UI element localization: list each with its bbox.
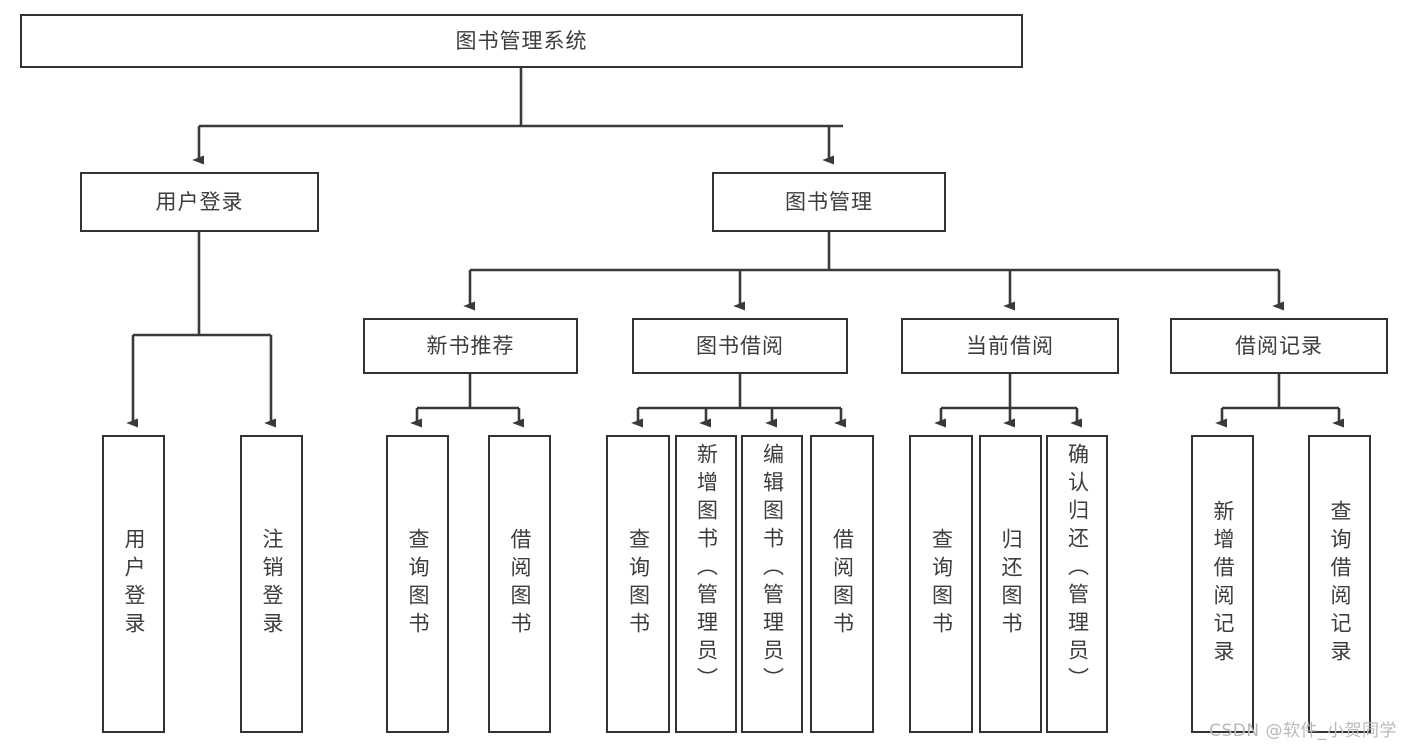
leaf-query-book-2-label: 查询图书 xyxy=(626,528,651,640)
node-current-borrow-label: 当前借阅 xyxy=(966,333,1054,358)
node-root[interactable]: 图书管理系统 xyxy=(20,14,1023,68)
leaf-borrow-book-2-label: 借阅图书 xyxy=(830,528,855,640)
node-root-label: 图书管理系统 xyxy=(455,28,588,53)
leaf-return-book-label: 归还图书 xyxy=(999,528,1023,640)
leaf-user-login-label: 用户登录 xyxy=(122,528,146,640)
leaf-query-book-3-label: 查询图书 xyxy=(929,528,954,640)
leaf-query-book-3[interactable]: 查询图书 xyxy=(909,435,973,733)
leaf-borrow-book-1[interactable]: 借阅图书 xyxy=(488,435,551,733)
leaf-return-book[interactable]: 归还图书 xyxy=(979,435,1042,733)
leaf-confirm-return-admin-label: 确认归还（管理员） xyxy=(1065,443,1090,695)
leaf-user-login[interactable]: 用户登录 xyxy=(102,435,165,733)
node-book-manage-label: 图书管理 xyxy=(785,189,873,214)
node-current-borrow[interactable]: 当前借阅 xyxy=(901,318,1119,374)
watermark-text: CSDN @软件_小贺同学 xyxy=(1209,721,1397,741)
leaf-logout[interactable]: 注销登录 xyxy=(240,435,303,733)
node-new-book-recommend[interactable]: 新书推荐 xyxy=(363,318,578,374)
node-new-book-recommend-label: 新书推荐 xyxy=(426,333,515,358)
node-book-manage[interactable]: 图书管理 xyxy=(712,172,946,232)
leaf-add-borrow-record[interactable]: 新增借阅记录 xyxy=(1191,435,1254,733)
leaf-borrow-book-2[interactable]: 借阅图书 xyxy=(810,435,874,733)
leaf-add-book-admin[interactable]: 新增图书（管理员） xyxy=(675,435,737,733)
leaf-add-borrow-record-label: 新增借阅记录 xyxy=(1211,500,1235,668)
leaf-borrow-book-1-label: 借阅图书 xyxy=(508,528,532,640)
node-book-borrow-label: 图书借阅 xyxy=(696,333,784,358)
leaf-query-book-1-label: 查询图书 xyxy=(406,528,430,640)
leaf-query-book-2[interactable]: 查询图书 xyxy=(606,435,670,733)
leaf-edit-book-admin-label: 编辑图书（管理员） xyxy=(760,443,785,695)
leaf-add-book-admin-label: 新增图书（管理员） xyxy=(694,443,719,695)
leaf-confirm-return-admin[interactable]: 确认归还（管理员） xyxy=(1046,435,1108,733)
node-borrow-record[interactable]: 借阅记录 xyxy=(1170,318,1388,374)
leaf-query-borrow-record[interactable]: 查询借阅记录 xyxy=(1308,435,1371,733)
leaf-query-borrow-record-label: 查询借阅记录 xyxy=(1328,500,1352,668)
node-user-login-label: 用户登录 xyxy=(155,189,244,214)
node-user-login[interactable]: 用户登录 xyxy=(80,172,319,232)
node-book-borrow[interactable]: 图书借阅 xyxy=(632,318,848,374)
leaf-query-book-1[interactable]: 查询图书 xyxy=(386,435,449,733)
leaf-edit-book-admin[interactable]: 编辑图书（管理员） xyxy=(741,435,803,733)
node-borrow-record-label: 借阅记录 xyxy=(1235,333,1323,358)
leaf-logout-label: 注销登录 xyxy=(260,528,284,640)
